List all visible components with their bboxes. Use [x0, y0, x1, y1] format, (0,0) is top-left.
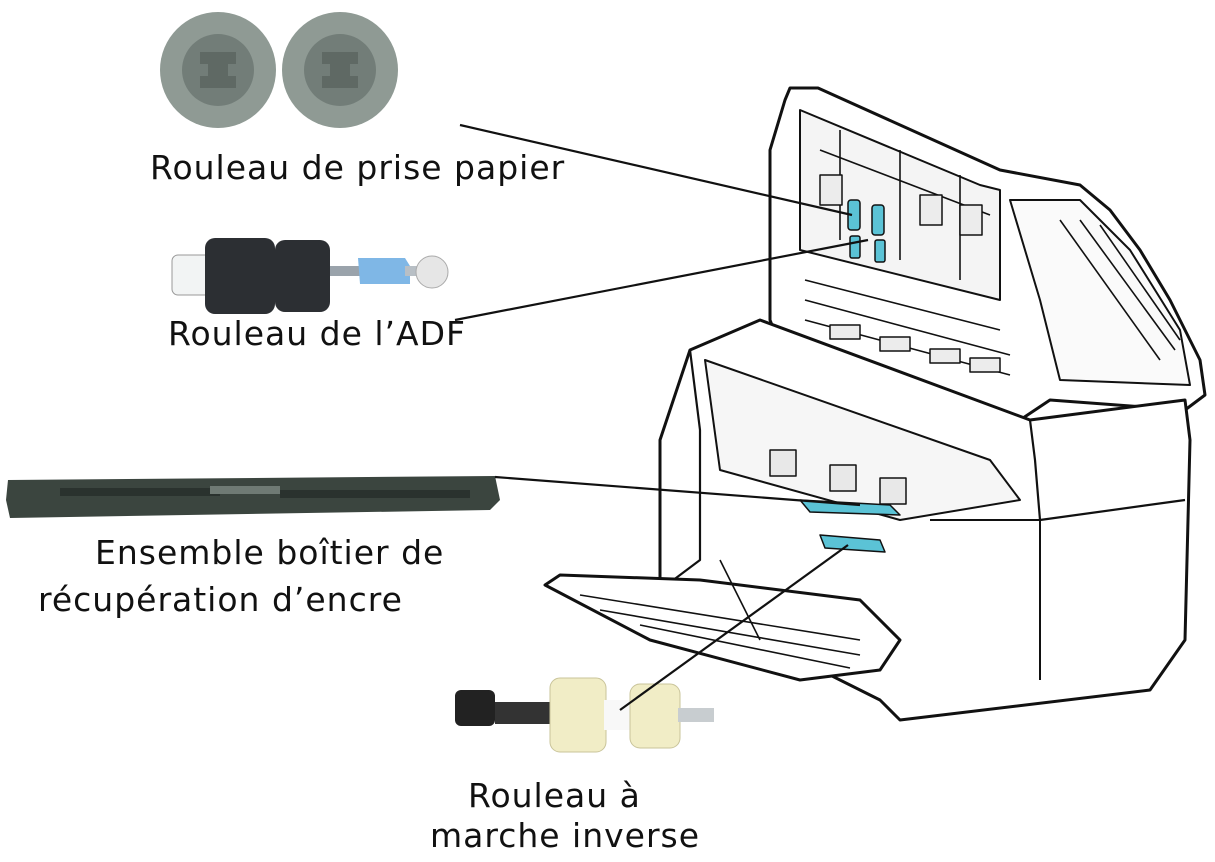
body-part-highlights	[799, 499, 901, 553]
ink-box-label-line1: Ensemble boîtier de	[95, 533, 445, 572]
pick-roller-label: Rouleau de prise papier	[150, 148, 566, 187]
ink-box-leader	[494, 475, 861, 507]
pick-roller-image	[160, 12, 398, 128]
lid-roller-highlights	[847, 199, 886, 263]
scanner-illustration	[543, 86, 1207, 722]
pick-roller-leader	[459, 123, 853, 217]
adf-roller-image	[171, 238, 449, 314]
ink-box-image	[6, 476, 500, 518]
reverse-roller-label-line2: marche inverse	[430, 816, 701, 855]
leader-lines	[454, 123, 869, 711]
reverse-roller-image	[455, 677, 714, 753]
ink-box-label-line2: récupération d’encre	[38, 580, 403, 619]
adf-roller-leader	[454, 238, 869, 322]
adf-roller-label: Rouleau de l’ADF	[168, 314, 467, 353]
reverse-roller-label-line1: Rouleau à	[468, 776, 641, 815]
reverse-roller-leader	[619, 544, 849, 711]
